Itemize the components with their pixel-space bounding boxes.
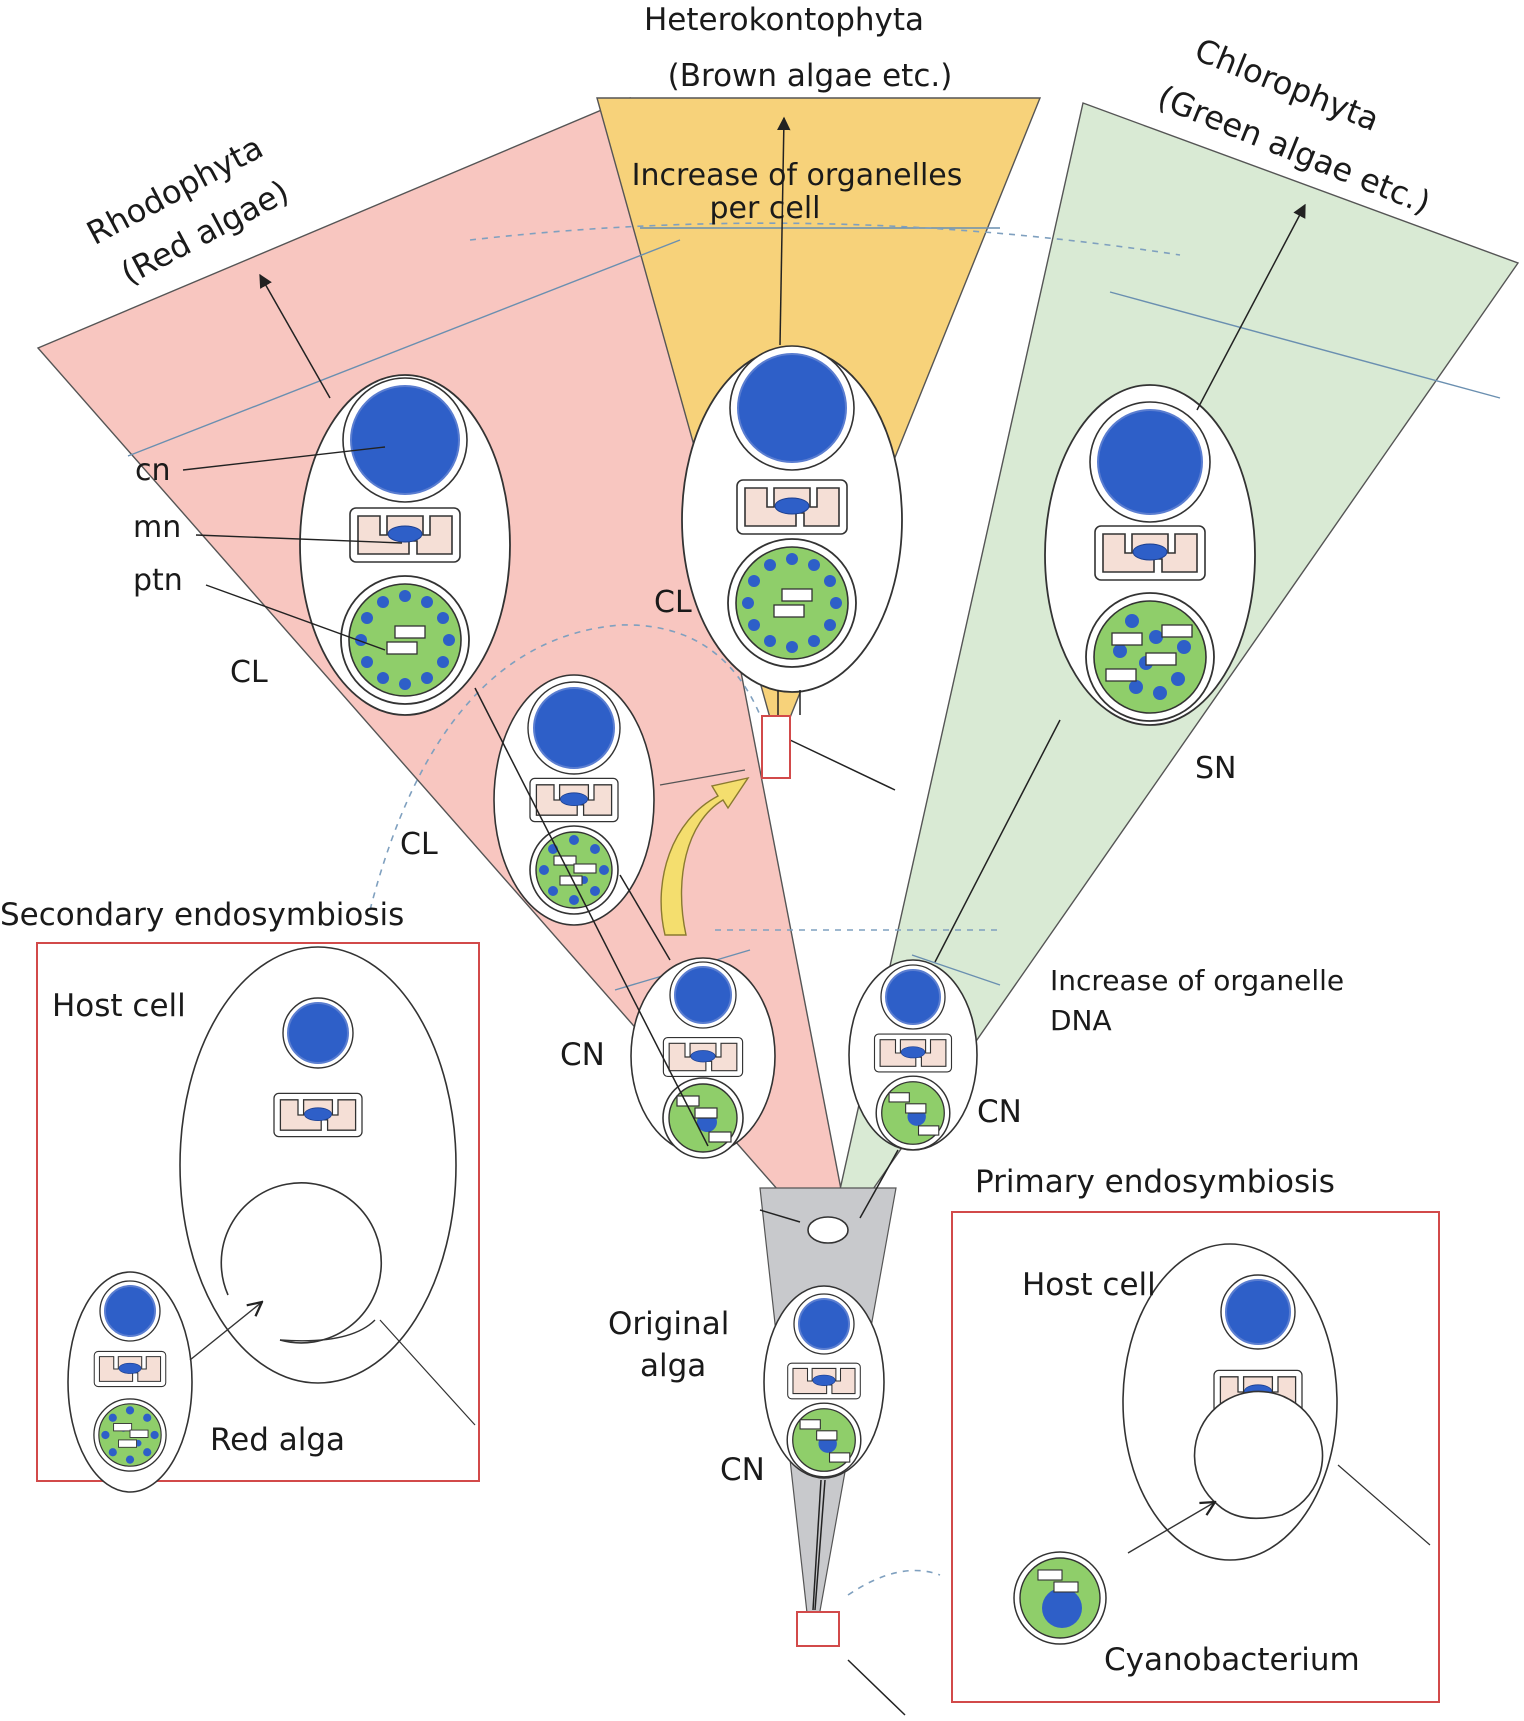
red-alga-mid-cell (493, 674, 655, 926)
label-cl-heterokont: CL (654, 585, 692, 620)
label-original-alga-1: Original (608, 1306, 729, 1342)
label-mn: mn (133, 510, 181, 545)
label-cn-original: CN (720, 1452, 765, 1488)
secondary-transfer-arrow (660, 776, 750, 936)
label-primary-endosymbiosis: Primary endosymbiosis (975, 1164, 1335, 1200)
increase-dna-line2: DNA (1050, 1004, 1112, 1037)
label-cl-red-alga: CL (400, 827, 438, 862)
original-alga-cell (763, 1285, 885, 1479)
label-sn: SN (1195, 751, 1236, 786)
cn-cell-left (630, 957, 776, 1159)
secondary-endosymbiosis-box (36, 942, 480, 1493)
heterokontophyta-title: Heterokontophyta (644, 2, 924, 38)
chlorophyta-cell (1044, 384, 1256, 726)
label-cyanobacterium: Cyanobacterium (1104, 1642, 1360, 1678)
label-host-cell-secondary: Host cell (52, 988, 186, 1024)
label-cn-left: CN (560, 1037, 605, 1073)
label-ptn: ptn (133, 563, 183, 598)
primary-box-marker (796, 1611, 840, 1647)
rhodophyta-cell (299, 374, 511, 716)
cn-cell-right (848, 959, 978, 1151)
label-cl-rhodophyta: CL (230, 655, 268, 690)
primary-endosymbiosis-box (951, 1211, 1440, 1703)
label-secondary-endosymbiosis: Secondary endosymbiosis (0, 897, 404, 933)
wedge-inner-lines (127, 227, 1501, 991)
callout-lines (182, 446, 403, 651)
increase-organelles-line2: per cell (710, 191, 821, 226)
heterokontophyta-subtitle: (Brown algae etc.) (668, 58, 953, 94)
branch-node (807, 1216, 849, 1244)
dashed-connectors (369, 222, 1181, 1596)
label-red-alga: Red alga (210, 1422, 345, 1458)
increase-organelles-line1: Increase of organelles (632, 158, 963, 193)
label-cn-right: CN (977, 1094, 1022, 1130)
label-original-alga-2: alga (640, 1348, 706, 1384)
increase-dna-line1: Increase of organelle (1050, 964, 1344, 997)
heterokont-cell (681, 345, 903, 693)
label-host-cell-primary: Host cell (1022, 1267, 1156, 1303)
secondary-box-marker (761, 715, 791, 779)
lineage-arrows (259, 116, 1306, 1716)
label-cn: cn (135, 453, 171, 488)
